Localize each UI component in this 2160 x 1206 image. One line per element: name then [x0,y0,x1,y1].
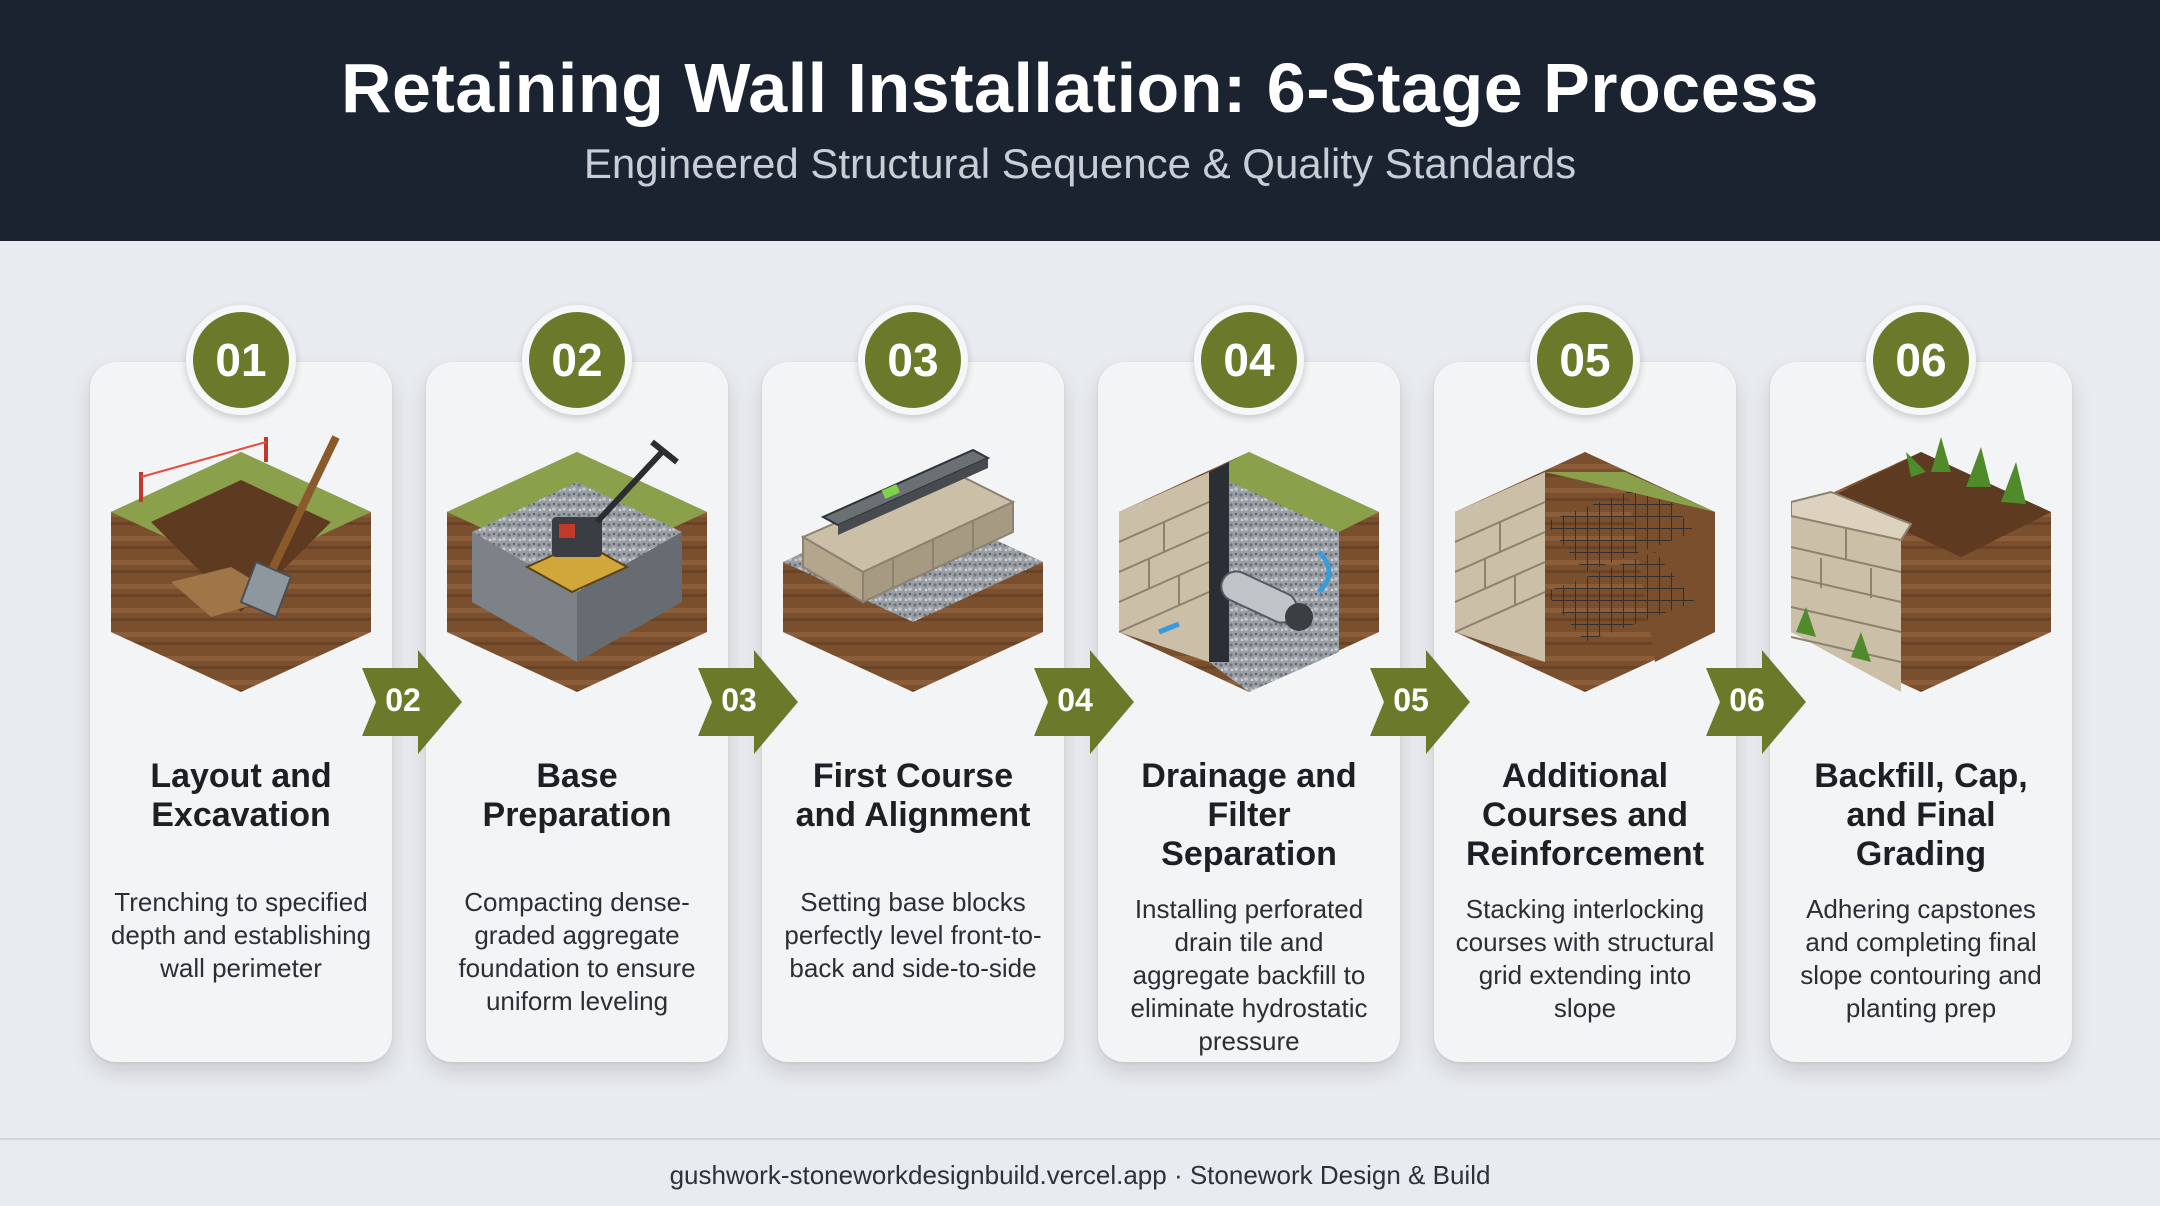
stage-number-badge-5: 05 [1530,305,1640,415]
stage-title-line: Grading [1855,835,1987,873]
page-subtitle: Engineered Structural Sequence & Quality… [583,140,1577,187]
arrow-label: 02 [385,682,421,718]
stage-title-line: Layout and [150,757,332,795]
stage-title: First Course and Alignment [774,757,1052,835]
step-arrow-06: 06 [1706,650,1806,754]
stage-number-badge-4: 04 [1194,305,1304,415]
footer-credit: gushwork-stoneworkdesignbuild.vercel.app… [669,1160,1491,1190]
stage-description: Compacting dense-graded aggregate founda… [458,887,696,1016]
stage-title-line: Preparation [482,796,672,834]
drain-pipe-icon [1119,452,1379,692]
stage-description: Stacking interlocking courses with struc… [1455,894,1715,1023]
stage-title-line: Base [536,757,618,795]
stage-title: Additional Courses and Reinforcement [1446,757,1724,874]
stage-title: Base Preparation [438,757,716,835]
stage-title-line: Backfill, Cap, [1814,757,2028,795]
stage-card-5: Additional Courses and Reinforcement Sta… [1434,362,1736,1062]
header-banner: Retaining Wall Installation: 6-Stage Pro… [0,0,2160,241]
excavation-shovel-icon [111,435,371,692]
stage-title: Layout and Excavation [102,757,380,835]
stage-description: Trenching to specified depth and establi… [110,887,372,983]
stage-title-line: Additional [1501,757,1669,795]
step-arrow-02: 02 [362,650,462,754]
stage-description: Installing perforated drain tile and agg… [1130,894,1368,1056]
stage-title-line: Drainage and [1141,757,1357,795]
stage-title: Backfill, Cap, and Final Grading [1782,757,2060,874]
stage-number-badge-3: 03 [858,305,968,415]
stage-title-line: Courses and [1482,796,1688,834]
stage-title: Drainage and Filter Separation [1110,757,1388,874]
step-arrow-05: 05 [1370,650,1470,754]
stage-card-4: Drainage and Filter Separation Installin… [1098,362,1400,1062]
finished-wall-plants-icon [1791,437,2051,692]
page-title: Retaining Wall Installation: 6-Stage Pro… [340,49,1820,127]
stage-number-badge-2: 02 [522,305,632,415]
stage-number-badge-1: 01 [186,305,296,415]
stage-title-line: Excavation [151,796,331,834]
stage-title-line: First Course [812,757,1014,795]
arrow-label: 04 [1057,682,1093,718]
arrow-label: 03 [721,682,757,718]
arrow-label: 06 [1729,682,1765,718]
stage-card-6: Backfill, Cap, and Final Grading Adherin… [1770,362,2072,1062]
step-arrow-04: 04 [1034,650,1134,754]
stage-title-line: Reinforcement [1465,835,1705,873]
stage-number-badge-6: 06 [1866,305,1976,415]
stage-title-line: Filter [1207,796,1291,834]
geogrid-wall-icon [1455,452,1715,692]
level-on-blocks-icon [783,448,1043,692]
arrow-label: 05 [1393,682,1429,718]
stage-title-line: Separation [1161,835,1337,873]
stage-card-2: Base Preparation Compacting dense-graded… [426,362,728,1062]
stage-card-1: Layout and Excavation Trenching to speci… [90,362,392,1062]
stage-title-line: and Final [1846,796,1996,834]
footer-divider [0,1138,2160,1140]
step-arrow-03: 03 [698,650,798,754]
plate-compactor-icon [447,439,707,692]
stage-title-line: and Alignment [795,796,1031,834]
stage-description: Adhering capstones and completing final … [1800,894,2042,1023]
stage-description: Setting base blocks perfectly level fron… [784,887,1042,983]
stage-card-3: First Course and Alignment Setting base … [762,362,1064,1062]
